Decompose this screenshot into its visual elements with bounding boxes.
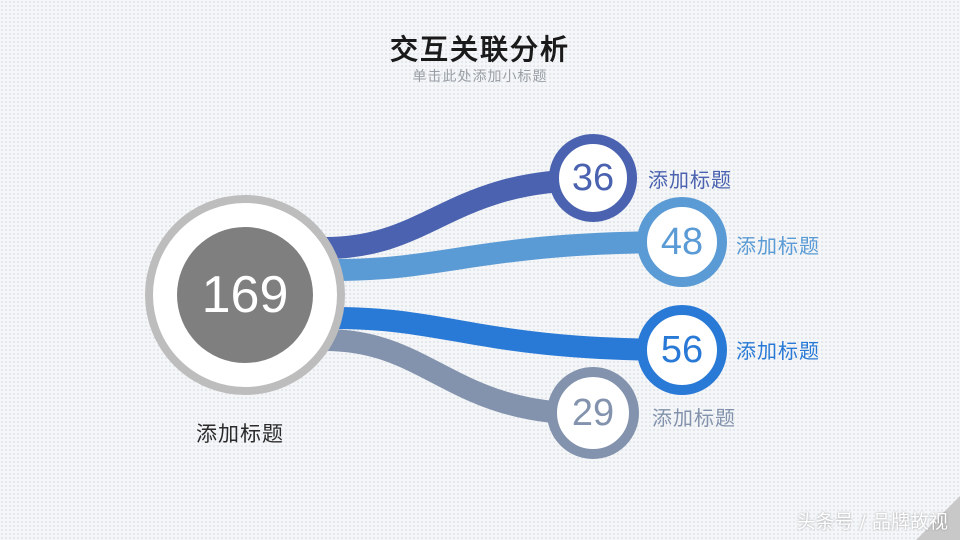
page-subtitle: 单击此处添加小标题 bbox=[412, 69, 548, 85]
node-3-value: 56 bbox=[660, 329, 704, 371]
node-4-value: 29 bbox=[571, 392, 615, 434]
node-1-value: 36 bbox=[571, 157, 615, 199]
connector-node-2 bbox=[334, 231, 681, 281]
node-1-ring bbox=[549, 134, 637, 222]
node-2-label: 添加标题 bbox=[736, 234, 820, 258]
node-3-ring bbox=[637, 305, 727, 395]
watermark-text: 头条号 / 品牌故视 bbox=[796, 511, 948, 533]
node-2-ring bbox=[637, 197, 727, 287]
node-2-value: 48 bbox=[660, 221, 704, 263]
page-title: 交互关联分析 bbox=[389, 33, 570, 66]
center-disc bbox=[177, 227, 313, 363]
connector-node-4 bbox=[324, 329, 591, 425]
node-3-label: 添加标题 bbox=[736, 339, 820, 363]
center-label: 添加标题 bbox=[196, 422, 284, 446]
node-1-label: 添加标题 bbox=[648, 168, 732, 192]
connector-node-3 bbox=[334, 307, 681, 361]
connector-node-1 bbox=[324, 169, 591, 259]
node-4-label: 添加标题 bbox=[652, 406, 736, 430]
center-value: 169 bbox=[201, 266, 289, 324]
node-4-ring bbox=[547, 367, 639, 459]
